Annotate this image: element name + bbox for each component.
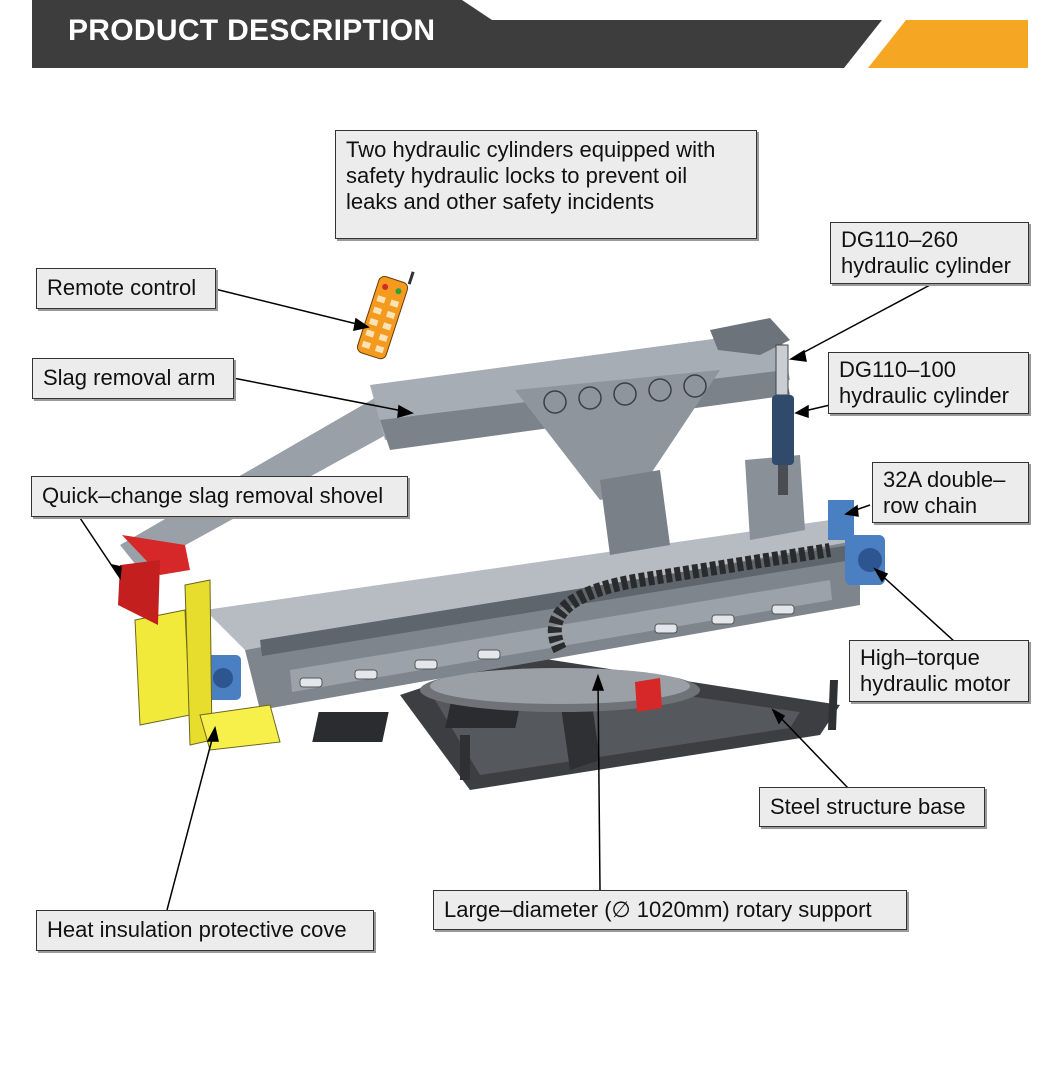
- left-end-motor: [205, 655, 241, 700]
- callout-quick-change-shovel: Quick–change slag removal shovel: [31, 476, 408, 517]
- cable-drag-chain: [547, 543, 832, 654]
- callout-hydraulic-motor: High–torque hydraulic motor: [849, 640, 1029, 702]
- vertical-post: [745, 455, 805, 540]
- callout-rotary-support: Large–diameter (∅ 1020mm) rotary support: [433, 890, 907, 930]
- leader-lines: [77, 284, 956, 911]
- hydraulic-cylinders: [772, 344, 794, 495]
- heat-insulation-cover: [134, 579, 281, 751]
- page-title: PRODUCT DESCRIPTION: [68, 14, 436, 47]
- slag-removal-arm: [120, 318, 790, 570]
- callout-double-row-chain: 32A double– row chain: [872, 462, 1029, 523]
- callout-remote-control: Remote control: [36, 268, 216, 309]
- remote-control-device: [356, 271, 415, 360]
- double-row-chain: [828, 500, 854, 540]
- callout-slag-removal-arm: Slag removal arm: [32, 358, 234, 399]
- callout-heat-insulation-cover: Heat insulation protective cove: [36, 910, 374, 951]
- callout-dg110-100: DG110–100 hydraulic cylinder: [828, 352, 1029, 414]
- quick-change-shovel: [118, 535, 190, 625]
- rotary-support: [420, 668, 700, 712]
- callout-dg110-260: DG110–260 hydraulic cylinder: [830, 222, 1029, 284]
- callout-steel-structure-base: Steel structure base: [759, 787, 985, 827]
- base-red-block: [635, 678, 662, 712]
- callout-cylinders-note: Two hydraulic cylinders equipped with sa…: [335, 130, 757, 239]
- hydraulic-motor: [845, 535, 885, 585]
